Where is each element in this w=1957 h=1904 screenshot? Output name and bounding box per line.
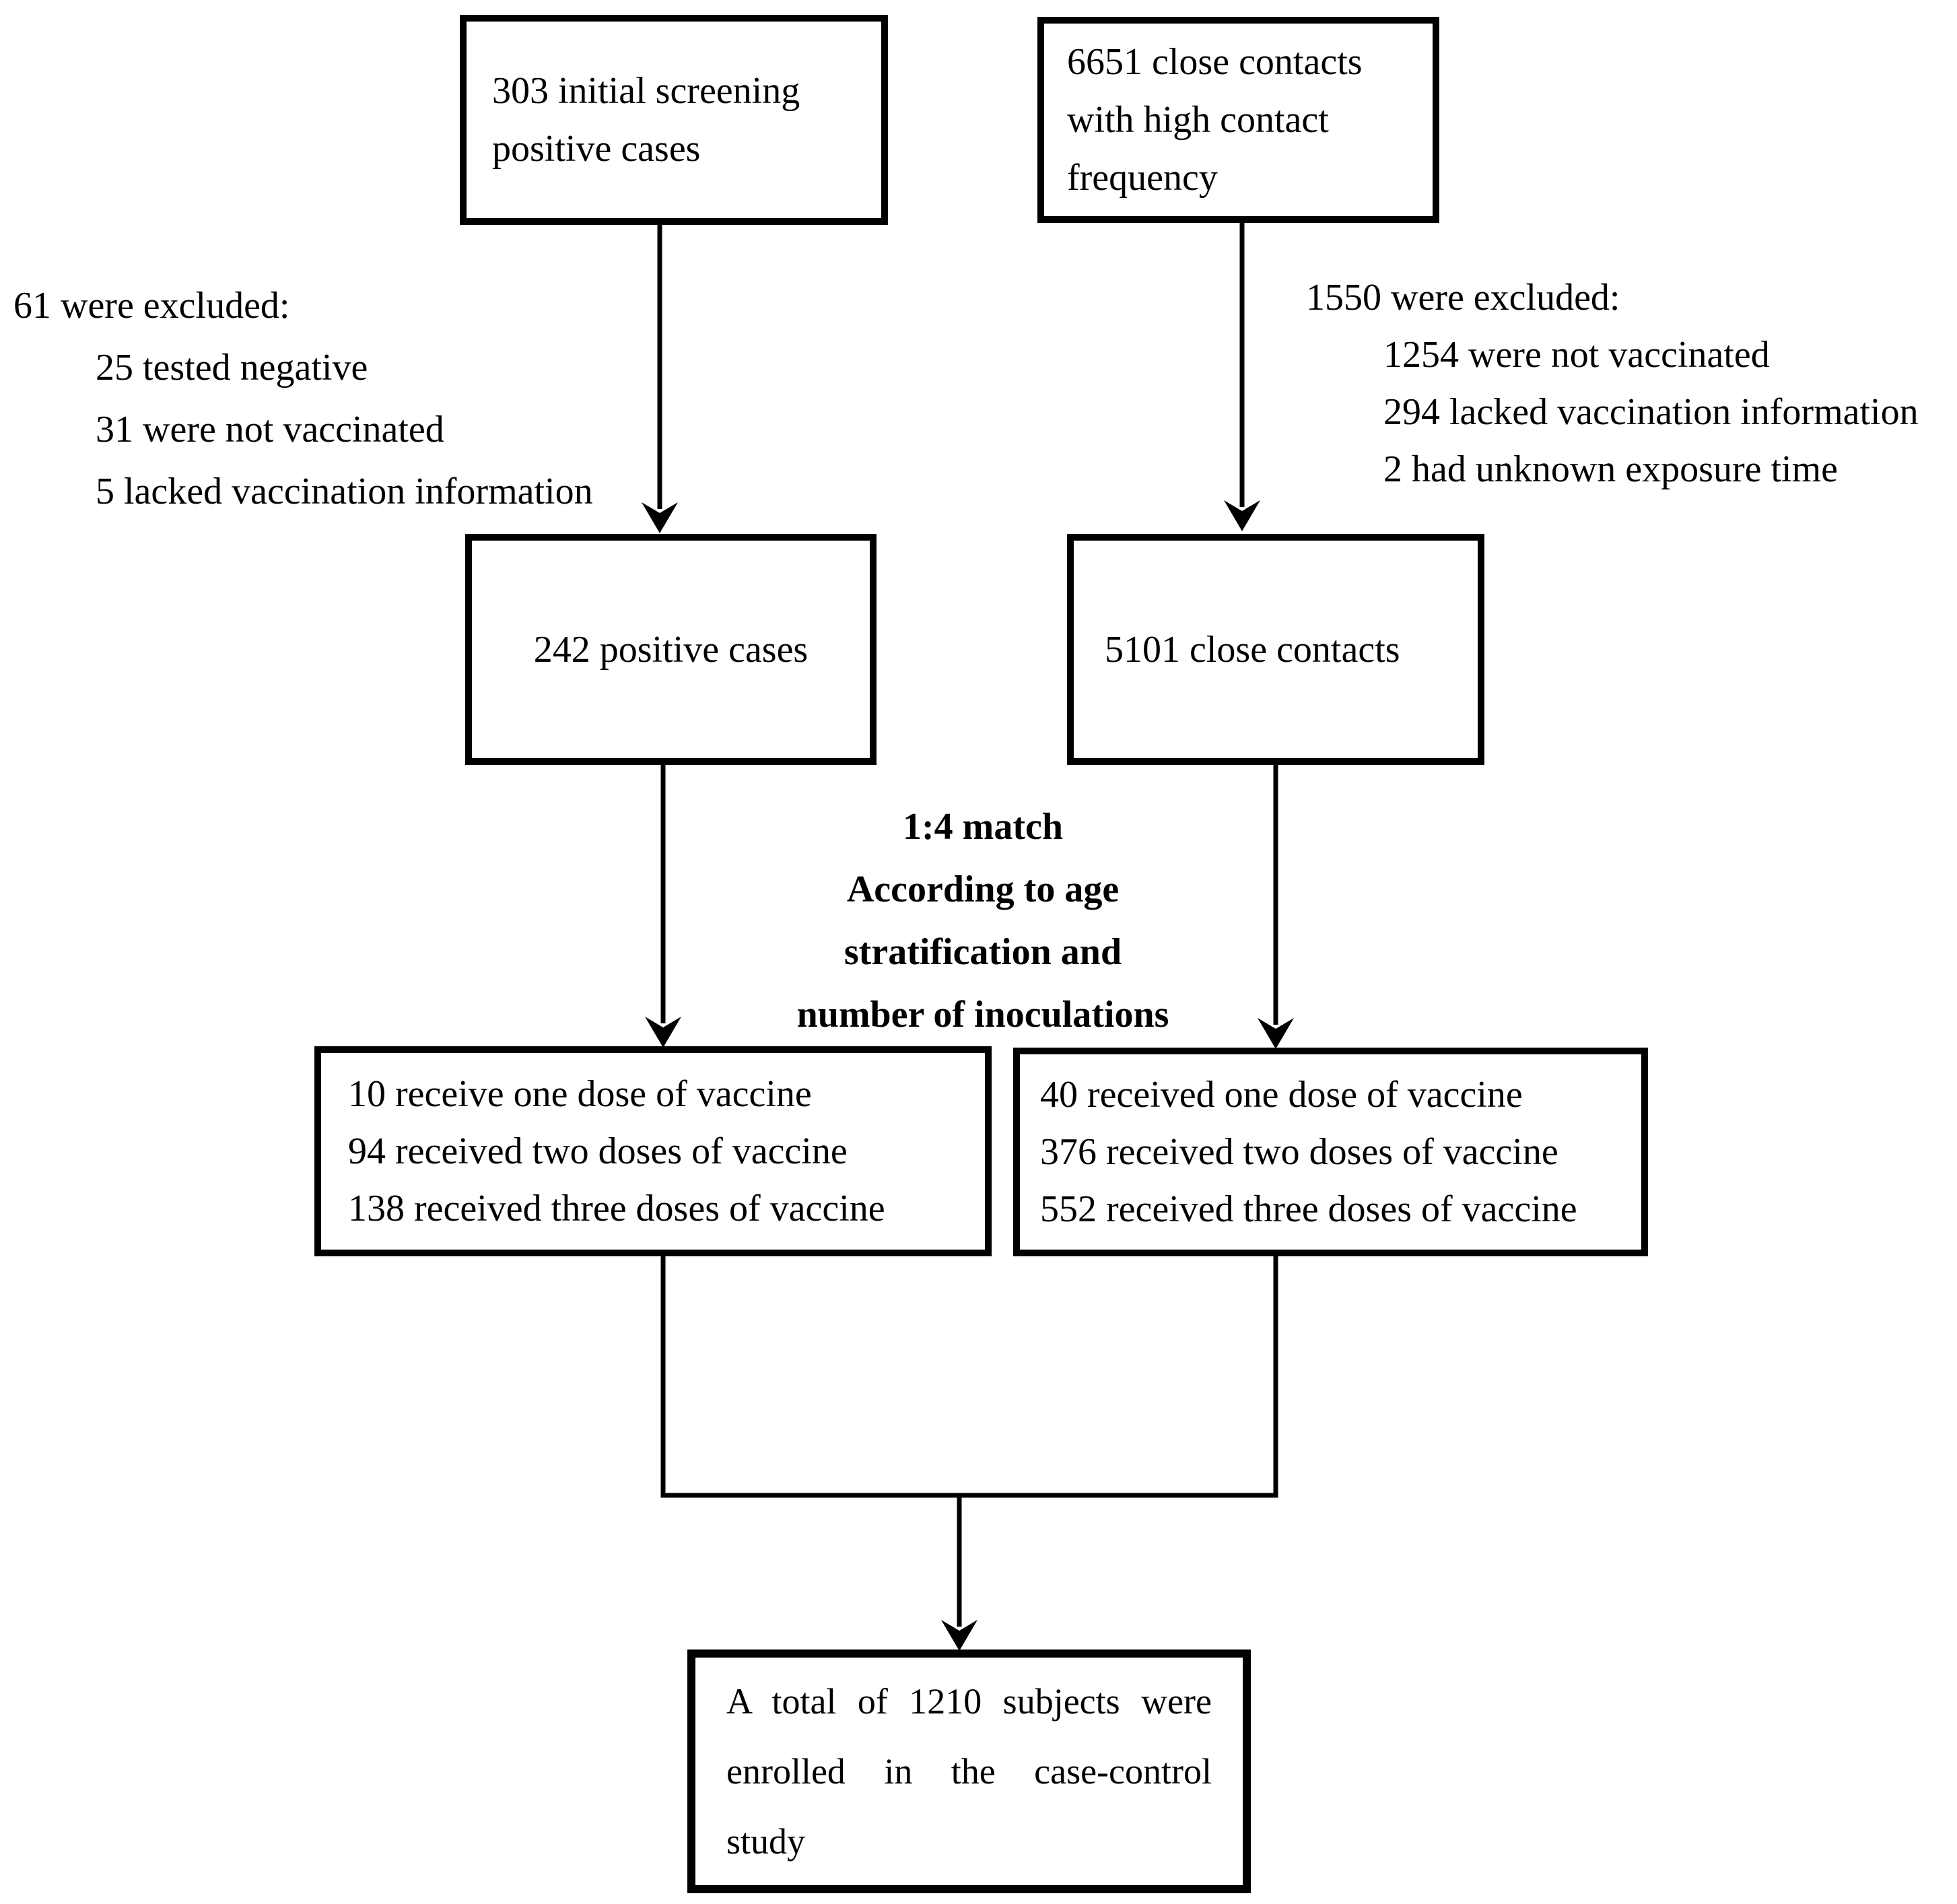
box-line: positive cases bbox=[492, 128, 701, 170]
box-line: 138 received three doses of vaccine bbox=[348, 1187, 885, 1229]
box-line: 10 receive one dose of vaccine bbox=[348, 1073, 812, 1115]
list-item: 1254 were not vaccinated bbox=[1383, 334, 1770, 376]
arrow-merge-to-enrolled-head bbox=[941, 1620, 977, 1651]
box-line: A total of 1210 subjects were bbox=[726, 1681, 1212, 1722]
list-item: 5 lacked vaccination information bbox=[96, 471, 593, 512]
list-item: 25 tested negative bbox=[96, 347, 368, 388]
note-line: 1:4 match bbox=[903, 806, 1063, 848]
box-line: 552 received three doses of vaccine bbox=[1040, 1188, 1577, 1230]
note-line: According to age bbox=[846, 869, 1120, 910]
note-title: 1550 were excluded: bbox=[1306, 277, 1620, 318]
arrow-positive-to-doses-head bbox=[645, 1017, 681, 1048]
merge-connector bbox=[660, 1256, 1278, 1498]
box-line: 303 initial screening bbox=[492, 70, 800, 112]
excluded-left-note: 61 were excluded: 25 tested negative 31 … bbox=[13, 275, 593, 522]
arrow-matched-to-doses-head bbox=[1258, 1018, 1294, 1049]
box-enrolled-total: A total of 1210 subjects were enrolled i… bbox=[687, 1650, 1251, 1893]
box-case-vaccine-doses: 10 receive one dose of vaccine 94 receiv… bbox=[314, 1046, 992, 1256]
match-note: 1:4 match According to age stratificatio… bbox=[680, 796, 1286, 1046]
arrow-contacts-to-matched-head bbox=[1224, 500, 1260, 531]
box-line: 40 received one dose of vaccine bbox=[1040, 1073, 1523, 1116]
box-line: frequency bbox=[1067, 157, 1218, 199]
box-line: study bbox=[726, 1821, 806, 1862]
box-line: 376 received two doses of vaccine bbox=[1040, 1130, 1558, 1173]
note-title: 61 were excluded: bbox=[13, 285, 290, 327]
list-item: 31 were not vaccinated bbox=[96, 409, 444, 450]
excluded-right-note: 1550 were excluded: 1254 were not vaccin… bbox=[1306, 269, 1919, 498]
box-close-contacts-matched: 5101 close contacts bbox=[1067, 534, 1484, 765]
list-item: 2 had unknown exposure time bbox=[1383, 448, 1838, 490]
note-line: number of inoculations bbox=[796, 994, 1169, 1035]
box-line: with high contact bbox=[1067, 99, 1329, 141]
box-line: enrolled in the case-control bbox=[726, 1751, 1212, 1792]
box-positive-cases: 242 positive cases bbox=[465, 534, 877, 765]
box-line: 94 received two doses of vaccine bbox=[348, 1130, 848, 1172]
note-line: stratification and bbox=[844, 931, 1122, 973]
box-close-contacts: 6651 close contacts with high contact fr… bbox=[1037, 17, 1439, 223]
box-line: 242 positive cases bbox=[533, 628, 809, 671]
arrow-initial-to-positive-head bbox=[642, 502, 678, 533]
list-item: 294 lacked vaccination information bbox=[1383, 391, 1919, 433]
box-contact-vaccine-doses: 40 received one dose of vaccine 376 rece… bbox=[1013, 1048, 1648, 1256]
box-initial-screening: 303 initial screening positive cases bbox=[460, 15, 888, 225]
box-line: 6651 close contacts bbox=[1067, 41, 1363, 83]
box-line: 5101 close contacts bbox=[1105, 628, 1400, 671]
